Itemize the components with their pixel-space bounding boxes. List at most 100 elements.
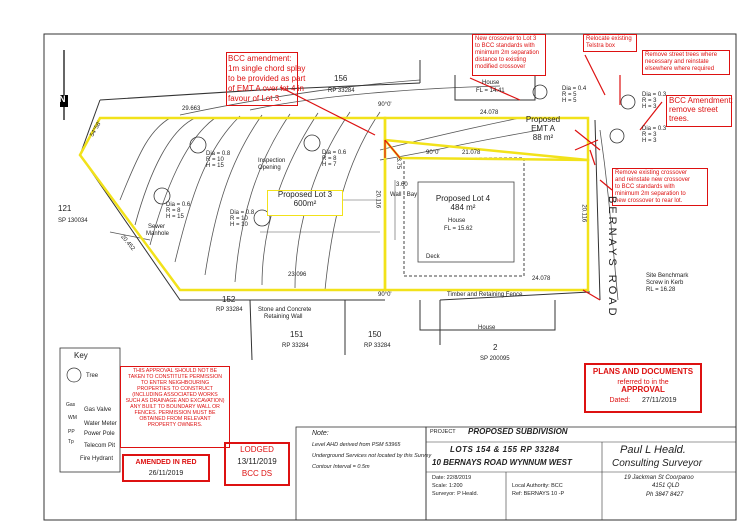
key-code-tp: Tp [68, 439, 74, 445]
benchmark-line-1: Screw in Kerb [646, 280, 684, 286]
lot4-area: 484 m² [450, 202, 476, 212]
tree-symbols [153, 84, 636, 227]
tree-label-4: Dia = 0.4 R = 5 H = 5 [562, 86, 586, 104]
firm-address-1: 19 Jackman St Coorparoo [624, 475, 694, 481]
crossover-right-line-1: and reinstate new crossover [615, 176, 691, 183]
permission-line-8: OBTAINED FROM RELEVANT [139, 415, 211, 422]
tree-3-dia: Dia = 0.6 [322, 150, 347, 156]
dim-d2: 24.078 [480, 110, 499, 116]
project-date: Date: 22/8/2019 [432, 475, 472, 481]
lot156-label: 156 [334, 74, 348, 83]
house-top-label: House [482, 80, 500, 86]
key-item-telecom: Telecom Pit [84, 443, 116, 449]
benchmark-line-0: Site Benchmark [646, 273, 689, 279]
bcc-chord-line-1: 1m single chord splay [228, 64, 306, 73]
permission-line-6: ANY BUILT TO BOUNDARY WALL OR [130, 403, 220, 410]
sewer-line-1: Manhole [146, 231, 170, 237]
tree-3-h: H = 7 [322, 162, 337, 168]
tree-1-h: H = 15 [166, 214, 184, 220]
tree-label-2: Dia = 0.8 R = 10 H = 10 [230, 210, 254, 228]
lodged-stamp-date: 13/11/2019 [237, 456, 277, 466]
house-lot4-label: House [448, 218, 466, 224]
title-block-frame [425, 426, 737, 521]
crossover-right-note: Remove existing crossover and reinstate … [612, 168, 708, 206]
telstra-line-1: Telstra box [586, 42, 616, 49]
permission-line-4: (INCLUDING ASSOCIATED WORKS [132, 391, 218, 398]
angle-a2: 90°0' [426, 150, 440, 156]
crossover-right-line-2: to BCC standards with [615, 183, 675, 190]
bcc-remove-line-2: trees. [669, 113, 690, 123]
plans-stamp-dated-label: Dated: [609, 397, 631, 405]
sewer-line-0: Sewer [148, 224, 166, 230]
emt-area: 88 m² [532, 132, 554, 142]
tree-2-h: H = 10 [230, 222, 248, 228]
tree-label-3: Dia = 0.6 R = 8 H = 7 [322, 150, 346, 168]
lot3-name: Proposed Lot 3 [277, 190, 333, 199]
house-bottom-label: House [478, 325, 496, 331]
bcc-remove-line-1: remove street [669, 104, 718, 114]
crossover-top-line-1: to BCC standards with [475, 42, 535, 49]
crossover-right-line-4: new crossover to rear lot. [615, 197, 683, 204]
lot4-label-box: Proposed Lot 4 484 m² [428, 194, 498, 219]
project-label: PROJECT [430, 429, 456, 435]
plans-stamp-date-row: Dated: 27/11/2019 [586, 397, 700, 405]
internal-lines [260, 180, 396, 240]
crossover-top-line-2: minimum 2m separation [475, 49, 540, 56]
street-trees-line-1: necessary and reinstate [645, 58, 709, 65]
telstra-line-0: Relocate existing [586, 36, 632, 42]
dim-d5: 24.078 [532, 276, 551, 282]
firm-title: Consulting Surveyor [612, 458, 703, 469]
tree-0-h: H = 15 [206, 163, 224, 169]
bcc-chord-line-4: favour of Lot 3. [228, 94, 282, 103]
dim-d7: 3.75 [395, 157, 402, 170]
permission-line-3: PROPERTIES TO CONSTRUCT [137, 385, 213, 392]
sp121-label: SP 130034 [58, 218, 88, 224]
tree-6-r: R = 3 [642, 132, 657, 138]
key-item-hydrant: Fire Hydrant [80, 456, 114, 462]
key-tree-symbol [66, 367, 82, 383]
tree-2-r: R = 10 [230, 216, 248, 222]
crossover-right-line-0: Remove existing crossover [615, 170, 688, 176]
lot150-label: 150 [368, 330, 382, 339]
street-trees-line-0: Remove street trees where [645, 52, 718, 58]
crossover-top-note: New crossover to Lot 3 to BCC standards … [472, 34, 546, 76]
tree-5-h: H = 3 [642, 104, 657, 110]
firm-name: Paul L Heald. [620, 444, 686, 456]
firm-phone: Ph 3847 8427 [646, 492, 684, 498]
bcc-chord-frame [226, 52, 298, 106]
deck-label: Deck [426, 254, 440, 260]
tree-2-dia: Dia = 0.8 [230, 210, 255, 216]
bcc-remove-line-0: BCC Amendment: [669, 96, 734, 105]
north-label: N [59, 94, 66, 104]
lot152-label: 152 [222, 295, 236, 304]
notes-title: Note: [312, 430, 329, 437]
telstra-note: Relocate existing Telstra box [583, 34, 637, 52]
angle-a1: 90°0' [378, 102, 392, 108]
street-trees-line-2: elsewhere where required [645, 65, 715, 72]
inspection-line-1: Opening [258, 165, 281, 171]
project-address: 10 BERNAYS ROAD WYNNUM WEST [432, 458, 572, 467]
tree-4-h: H = 5 [562, 98, 577, 104]
amended-stamp: AMENDED IN RED 26/11/2019 [122, 454, 210, 482]
contour-lines [109, 79, 619, 301]
permission-line-5: SUCH AS DRAINAGE AND EXCAVATION) [125, 397, 225, 404]
bcc-chord-line-2: to be provided as part [228, 74, 306, 83]
key-item-power: Power Pole [84, 431, 115, 437]
lodged-stamp-title: LODGED [240, 445, 274, 454]
rp156-label: RP 33284 [328, 88, 355, 94]
bcc-chord-annotation: BCC amendment: 1m single chord splay to … [228, 54, 306, 104]
lot3-area: 600m² [293, 198, 317, 208]
stone-wall-line-0: Stone and Concrete [258, 307, 312, 313]
bcc-remove-trees-note: BCC Amendment: remove street trees. [666, 95, 734, 127]
emt-name: Proposed [525, 115, 561, 124]
lot3-label-box: Proposed Lot 3 600m² [267, 190, 343, 216]
permission-line-0: THIS APPROVAL SHOULD NOT BE [132, 368, 218, 374]
house-lot4-fl: FL = 15.62 [444, 226, 473, 232]
dim-d1: 29.663 [182, 106, 201, 112]
tree-4-r: R = 5 [562, 92, 577, 98]
rp151-label: RP 33284 [282, 343, 309, 349]
house-lot4-inner [417, 181, 515, 263]
angle-a3: 90°0' [378, 292, 392, 298]
tree-0-dia: Dia = 0.8 [206, 151, 231, 157]
